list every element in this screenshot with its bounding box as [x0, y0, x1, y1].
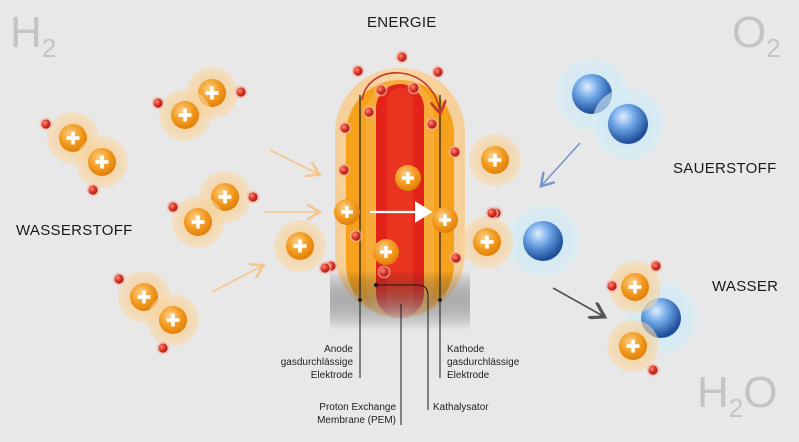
h2-arrow [211, 266, 262, 293]
anode-label: Anode gasdurchlässige Elektrode [280, 344, 353, 381]
water-forming [461, 205, 579, 277]
water-arrow [552, 287, 603, 316]
energy-arrow [361, 72, 440, 112]
pem-label: Proton Exchange Membrane (PEM) [317, 402, 396, 426]
formula-o2: O2 [732, 8, 781, 63]
o2-molecule [556, 58, 664, 160]
h2-arrow [269, 149, 318, 174]
energy-label: ENERGIE [367, 14, 437, 31]
hydrogen-molecules [39, 67, 332, 355]
fuel-cell [330, 68, 470, 330]
h-atom [274, 220, 332, 275]
formula-h2: H2 [10, 8, 57, 63]
water-label: WASSER [712, 278, 779, 295]
oxygen-label: SAUERSTOFF [673, 160, 777, 177]
formula-h2o: H2O [697, 368, 778, 423]
cathode-label: Kathode gasdurchlässige Elektrode [447, 344, 520, 381]
h2o-molecule [605, 259, 697, 377]
h2-molecule [151, 67, 248, 141]
catalyst-label: Kathalysator [433, 402, 489, 413]
cathode-proton [469, 134, 521, 186]
leader-lines [358, 282, 442, 425]
o2-arrow [542, 142, 581, 185]
hydrogen-label: WASSERSTOFF [16, 222, 133, 239]
h2-molecule [166, 171, 260, 248]
h2-molecule [112, 271, 199, 355]
h2-molecule [39, 112, 128, 197]
